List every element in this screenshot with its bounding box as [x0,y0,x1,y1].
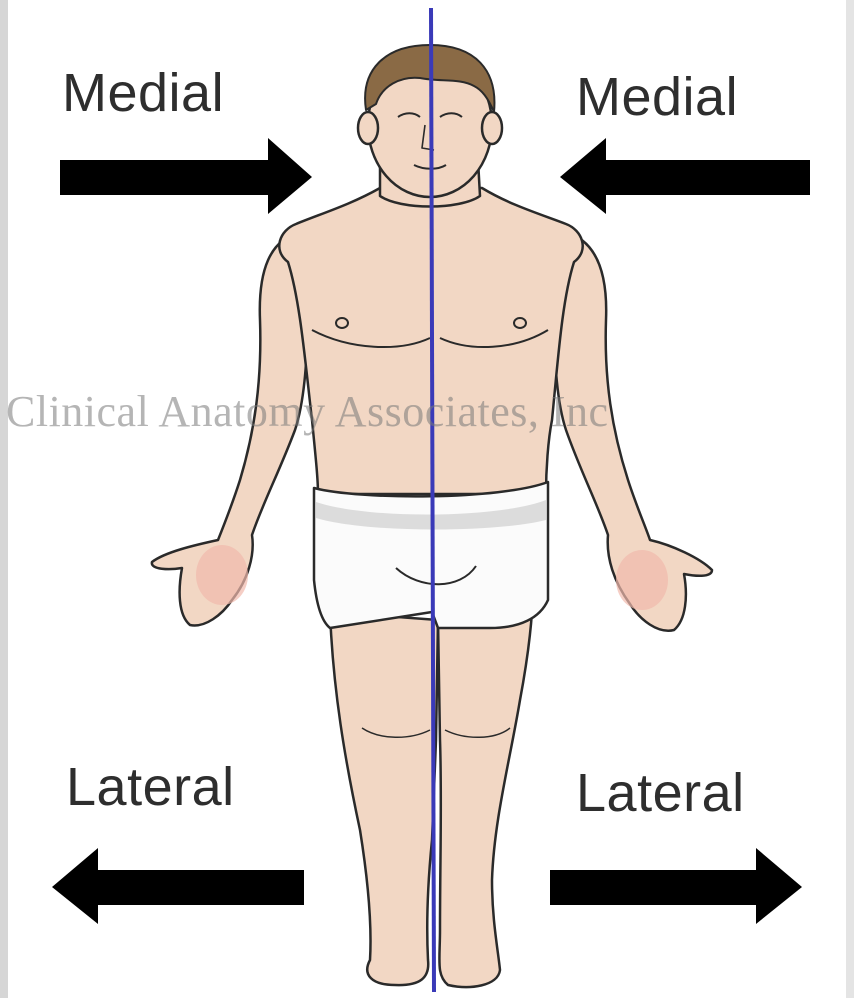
lateral-label-left: Lateral [66,760,235,814]
watermark: Clinical Anatomy Associates, Inc [6,386,609,437]
medial-arrow-left [60,138,312,214]
medial-label-right: Medial [576,70,738,124]
left-leg [330,612,438,985]
lateral-label-right: Lateral [576,766,745,820]
right-leg [438,612,532,987]
lateral-arrow-left [52,848,304,924]
lateral-arrow-right [550,848,802,924]
left-border [0,0,8,998]
medial-label-left: Medial [62,66,224,120]
right-border [846,0,854,998]
medial-arrow-right [560,138,810,214]
